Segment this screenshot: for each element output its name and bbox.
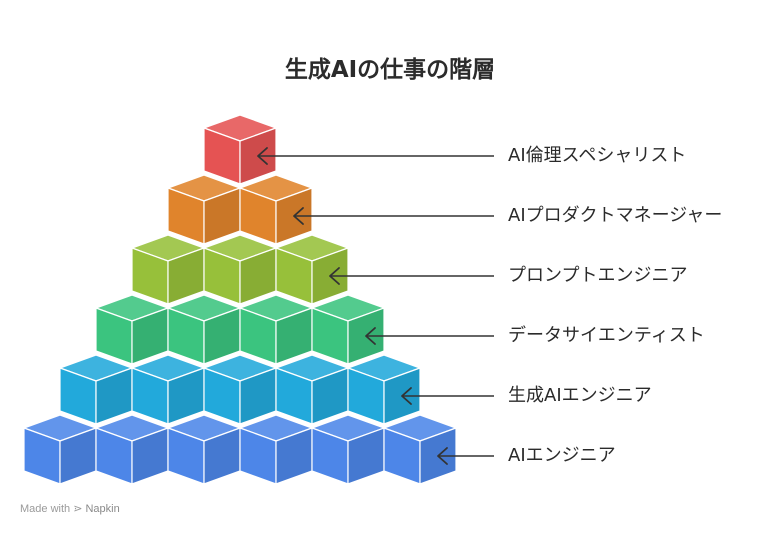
arrow-head-icon [257, 147, 268, 165]
level-label: AIプロダクトマネージャー [508, 205, 723, 226]
level-label: データサイエンティスト [508, 325, 705, 346]
footer-made-with: Made with [20, 503, 71, 515]
arrow-head-icon [293, 207, 304, 225]
napkin-logo-icon: ⋗ [73, 503, 83, 515]
level-label: プロンプトエンジニア [508, 265, 688, 286]
arrow-head-icon [365, 327, 376, 345]
level-label: AI倫理スペシャリスト [508, 145, 687, 166]
diagram-title: 生成AIの仕事の階層 [284, 57, 496, 83]
arrow-head-icon [437, 447, 448, 465]
arrow-head-icon [329, 267, 340, 285]
arrow-head-icon [401, 387, 412, 405]
level-label: AIエンジニア [508, 445, 616, 466]
footer-brand: Napkin [85, 503, 120, 515]
footer: Made with ⋗ Napkin [20, 502, 120, 515]
level-label: 生成AIエンジニア [508, 385, 652, 406]
